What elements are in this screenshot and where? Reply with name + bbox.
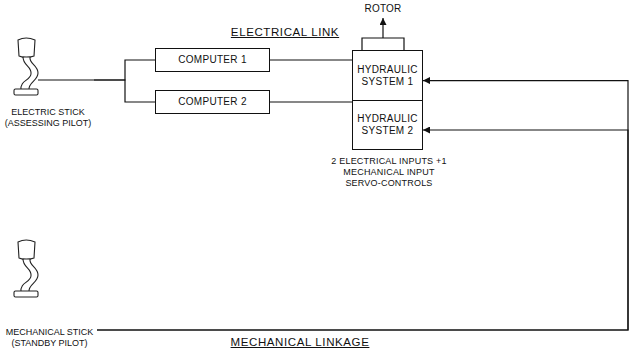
- stick-illustration: [2, 36, 94, 98]
- process-box: HYDRAULIC SYSTEM 2: [352, 100, 423, 150]
- control-stick: ELECTRIC STICK (ASSESSING PILOT): [2, 36, 94, 128]
- connector: [94, 60, 155, 80]
- stick-illustration: [2, 238, 97, 300]
- stick-label: MECHANICAL STICK (STANDBY PILOT): [2, 327, 97, 348]
- servo-output-bracket: [362, 38, 404, 50]
- process-box: COMPUTER 1: [155, 48, 270, 72]
- control-stick: MECHANICAL STICK (STANDBY PILOT): [2, 238, 97, 348]
- stick-cable: [38, 79, 94, 80]
- stick-shaft: [21, 57, 38, 90]
- section-heading: ELECTRICAL LINK: [222, 26, 348, 40]
- stick-shaft: [21, 259, 38, 292]
- box-label: COMPUTER 2: [178, 96, 247, 108]
- box-label: HYDRAULIC SYSTEM 1: [353, 64, 422, 88]
- connector: [97, 130, 628, 330]
- connector: [94, 80, 155, 102]
- stick-label: ELECTRIC STICK (ASSESSING PILOT): [2, 107, 94, 128]
- connector: [270, 101, 352, 102]
- box-label: HYDRAULIC SYSTEM 2: [353, 113, 422, 137]
- stick-base: [14, 89, 38, 95]
- connector: [97, 81, 628, 330]
- process-box: COMPUTER 2: [155, 90, 270, 114]
- note-label: 2 ELECTRICAL INPUTS +1 MECHANICAL INPUT …: [330, 156, 448, 188]
- connector: [270, 59, 352, 60]
- section-heading: MECHANICAL LINKAGE: [200, 336, 400, 350]
- rotor-arrow: [382, 18, 383, 38]
- process-box: HYDRAULIC SYSTEM 1: [352, 50, 423, 101]
- stick-grip: [18, 38, 35, 58]
- stick-base: [14, 291, 38, 297]
- output-label: ROTOR: [355, 3, 411, 15]
- box-label: COMPUTER 1: [178, 54, 247, 66]
- stick-grip: [18, 240, 35, 260]
